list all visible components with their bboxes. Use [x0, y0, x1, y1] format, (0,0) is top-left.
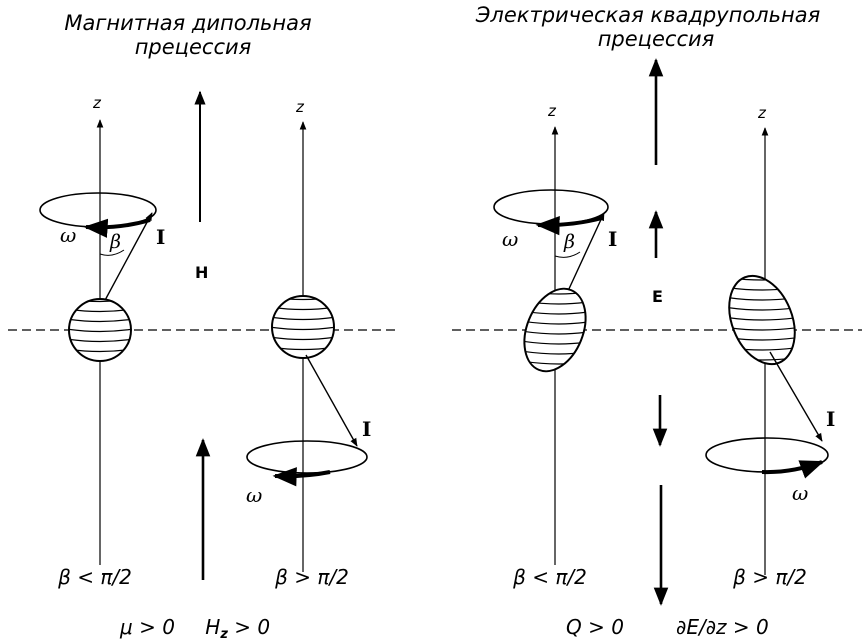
beta-label-2: β — [563, 231, 575, 253]
omega-arrow-4 — [761, 460, 825, 479]
left-title-line1: Магнитная дипольная — [64, 11, 311, 35]
condition-label-4: β > π/2 — [732, 565, 807, 589]
spin-label-4: I — [826, 407, 835, 431]
omega-arrow-1 — [83, 218, 151, 238]
nucleus-sphere-1 — [68, 298, 132, 362]
left-title-line2: прецессия — [135, 35, 252, 59]
omega-arrow-2 — [272, 467, 331, 487]
z-axis-label-2: z — [295, 98, 305, 116]
spin-label-1: I — [156, 225, 165, 249]
z-axis-label-3: z — [547, 102, 557, 120]
formula-h-sub: z — [219, 627, 228, 642]
spin-label-2: I — [362, 417, 371, 441]
field-label-e: E — [652, 287, 663, 306]
left-panel: Магнитная дипольная прецессия z ω I β — [39, 11, 371, 642]
field-label-h: H — [195, 263, 208, 282]
condition-label-1: β < π/2 — [57, 565, 132, 589]
right-title-line2: прецессия — [598, 27, 715, 51]
omega-label-2: ω — [246, 483, 262, 507]
spin-vector-2 — [305, 354, 358, 447]
spin-vector-4 — [769, 351, 823, 442]
beta-arc — [99, 249, 125, 256]
z-axis-label-1: z — [92, 94, 102, 112]
spin-vector-1 — [102, 212, 153, 305]
formula-mu: μ > 0 — [119, 615, 175, 639]
right-title-line1: Электрическая квадрупольная — [475, 3, 820, 27]
formula-h: H — [205, 615, 220, 639]
omega-label-1: ω — [60, 223, 76, 247]
spin-vector-3 — [567, 212, 605, 292]
right-bottom-gradient: ∂E/∂z > 0 — [676, 615, 769, 639]
condition-label-2: β > π/2 — [274, 565, 349, 589]
formula-h-rest: > 0 — [228, 615, 270, 639]
right-panel: Электрическая квадрупольная прецессия z … — [475, 3, 836, 639]
left-bottom-formula: μ > 0 Hz > 0 — [119, 615, 270, 642]
right-bottom-q: Q > 0 — [566, 615, 624, 639]
omega-arrow-3 — [535, 216, 603, 236]
omega-label-4: ω — [792, 481, 808, 505]
beta-arc-2 — [554, 251, 581, 258]
beta-label-1: β — [109, 231, 121, 253]
condition-label-3: β < π/2 — [512, 565, 587, 589]
omega-label-3: ω — [502, 227, 518, 251]
z-axis-label-4: z — [757, 104, 767, 122]
spin-label-3: I — [608, 227, 617, 251]
nucleus-ellipsoid-2 — [717, 274, 808, 366]
precession-orbit-bottom-left — [246, 440, 368, 474]
nucleus-sphere-2 — [271, 295, 335, 359]
